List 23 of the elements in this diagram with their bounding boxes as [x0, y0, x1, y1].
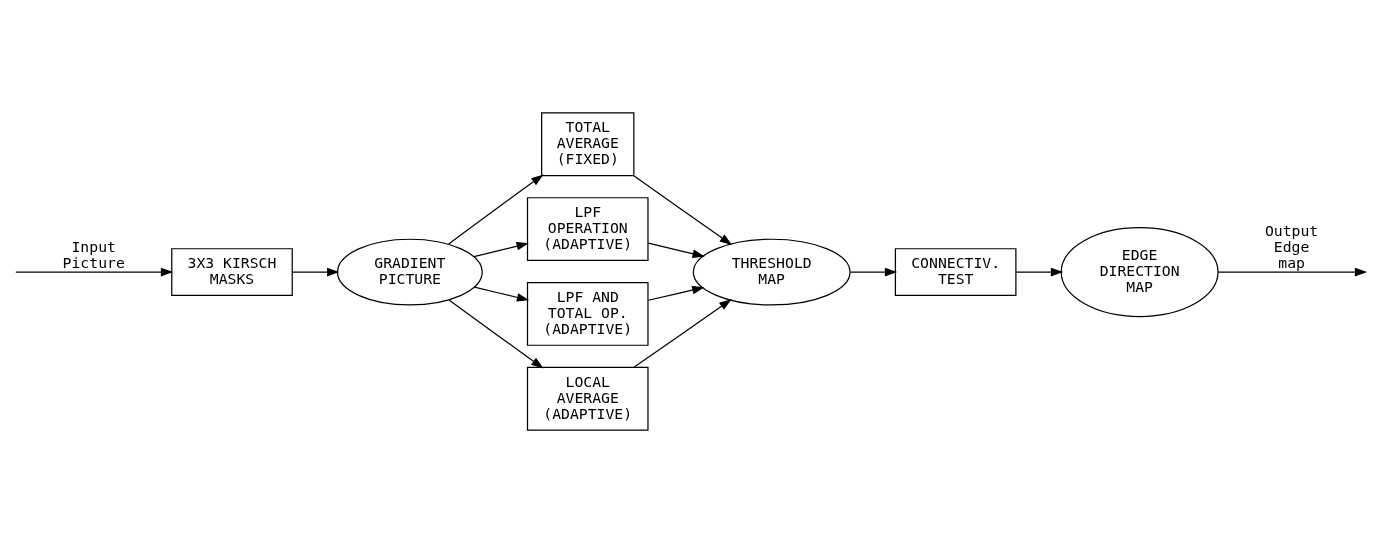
node-ellipse: EDGE DIRECTION MAP — [1060, 226, 1219, 317]
node-box: LOCAL AVERAGE (ADAPTIVE) — [526, 366, 649, 431]
arrow — [448, 299, 544, 368]
edge-label: Input Picture — [62, 237, 125, 271]
arrow — [849, 267, 898, 276]
arrow — [473, 241, 529, 257]
arrow — [1217, 267, 1368, 276]
node-box: TOTAL AVERAGE (FIXED) — [541, 111, 635, 176]
node-box: LPF OPERATION (ADAPTIVE) — [526, 196, 649, 261]
arrow — [15, 267, 174, 276]
node-ellipse: GRADIENT PICTURE — [336, 238, 483, 306]
arrow — [633, 298, 732, 368]
arrow — [633, 174, 732, 245]
arrow — [1015, 267, 1064, 276]
node-box: CONNECTIV. TEST — [894, 247, 1017, 296]
edge-label: Output Edge map — [1264, 221, 1319, 271]
arrow — [647, 242, 705, 258]
arrow — [647, 285, 705, 301]
node-box: 3X3 KIRSCH MASKS — [171, 247, 293, 296]
arrow — [292, 267, 340, 276]
arrow — [448, 174, 544, 245]
arrow — [473, 286, 530, 302]
node-box: LPF AND TOTAL OP. (ADAPTIVE) — [526, 281, 649, 346]
